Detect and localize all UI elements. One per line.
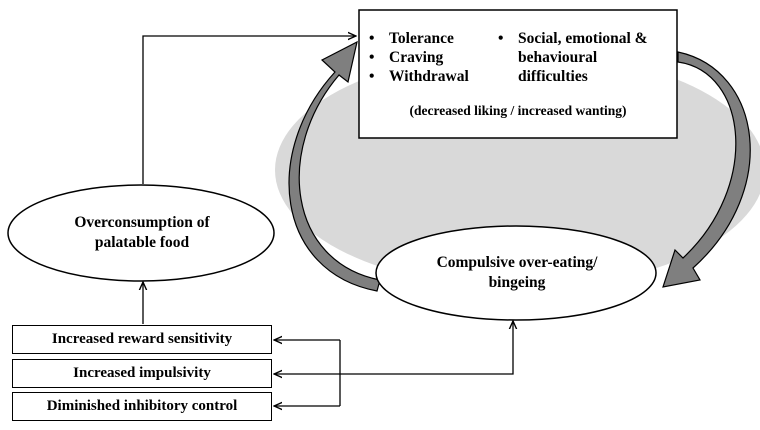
symptom-item: Craving: [369, 48, 489, 67]
symptoms-footer: (decreased liking / increased wanting): [409, 103, 627, 118]
impulsivity-box: Increased impulsivity: [12, 359, 272, 388]
compulsive-label: Compulsive over-eating/ bingeing: [382, 253, 652, 293]
overconsumption-line2: palatable food: [94, 234, 190, 251]
symptom-item: Social, emotional & behavioural difficul…: [498, 29, 670, 86]
overconsumption-node: [7, 184, 275, 282]
symptom-item: Tolerance: [369, 29, 489, 48]
cycle-arrow-left: [288, 40, 381, 292]
arrow-to-compulsive: [340, 321, 513, 375]
compulsive-node: [375, 225, 657, 321]
compulsive-line2: bingeing: [488, 274, 546, 291]
overconsumption-line1: Overconsumption of: [74, 214, 210, 231]
arrow-overconsumption-to-symptoms: [142, 36, 356, 184]
compulsive-line1: Compulsive over-eating/: [436, 254, 598, 271]
reward-sensitivity-box: Increased reward sensitivity: [12, 325, 272, 354]
cycle-arrow-right: [662, 51, 751, 288]
overconsumption-label: Overconsumption of palatable food: [20, 213, 264, 253]
symptoms-right-list: Social, emotional & behavioural difficul…: [498, 29, 670, 86]
symptom-item: Withdrawal: [369, 67, 489, 86]
symptoms-left-list: Tolerance Craving Withdrawal: [369, 29, 489, 86]
inhibitory-control-box: Diminished inhibitory control: [12, 392, 272, 421]
